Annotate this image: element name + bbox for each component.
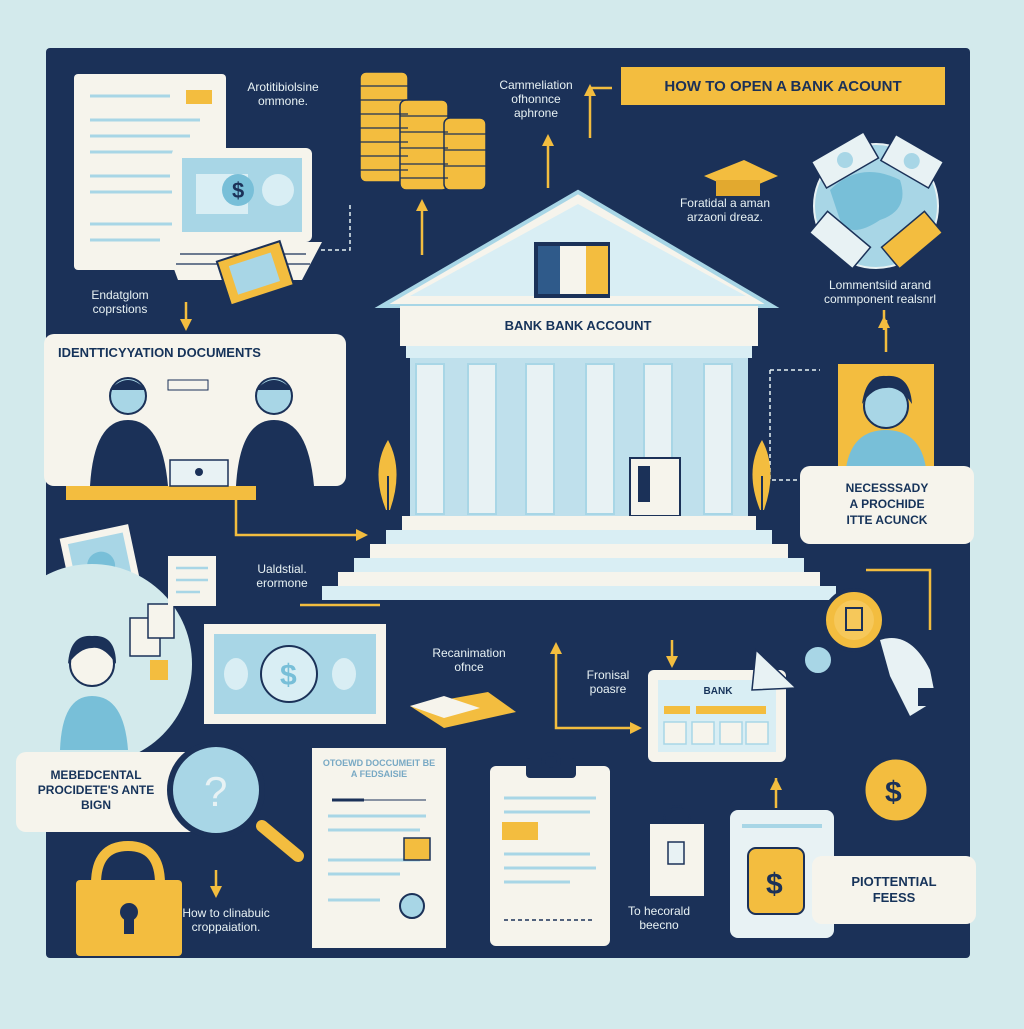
magnifying-glass-icon: ? <box>167 741 304 862</box>
svg-text:$: $ <box>885 776 902 809</box>
document-icon-bottom <box>312 748 446 948</box>
bank-form-icon <box>648 648 798 762</box>
arrow-to-form <box>554 648 636 730</box>
clipboard-icon <box>490 752 610 946</box>
necessary-panel <box>800 466 974 544</box>
price-tag-icon: $ <box>730 810 834 938</box>
arrow-to-building <box>234 490 362 537</box>
form-bank-label: BANK <box>704 686 734 697</box>
label-left-middle: Ualdstial.erormone <box>256 562 308 590</box>
credential-panel <box>16 752 220 832</box>
svg-text:$: $ <box>232 178 244 203</box>
identification-panel <box>44 334 346 500</box>
fees-panel <box>812 856 976 924</box>
graduation-cap-icon <box>704 160 778 196</box>
banknote-icon: $ <box>204 624 386 724</box>
svg-text:?: ? <box>204 768 227 815</box>
coin-stack-icon <box>359 71 487 191</box>
title-banner: HOW TO OPEN A BANK ACOUNT <box>618 64 948 108</box>
mini-document-icon <box>168 556 216 606</box>
magnifier-coin-icon <box>803 588 944 716</box>
envelope-icon <box>410 692 516 728</box>
arrow-right <box>866 568 932 630</box>
globe-money-icon <box>808 130 945 270</box>
bank-building <box>322 189 836 600</box>
padlock-icon <box>76 840 182 956</box>
identification-title: IDENTTICYYATION DOCUMENTS <box>58 345 261 360</box>
svg-text:$: $ <box>280 659 297 692</box>
bank-sign: BANK BANK ACCOUNT <box>505 318 652 333</box>
woman-holding-card-icon <box>0 564 192 764</box>
svg-text:$: $ <box>766 868 783 901</box>
arrow-heads <box>180 84 890 898</box>
laptop-icon: $ <box>164 148 322 307</box>
dollar-coin-icon: $ <box>862 756 930 824</box>
shopping-bag-icon <box>650 804 704 896</box>
woman-avatar-icon <box>838 364 934 468</box>
